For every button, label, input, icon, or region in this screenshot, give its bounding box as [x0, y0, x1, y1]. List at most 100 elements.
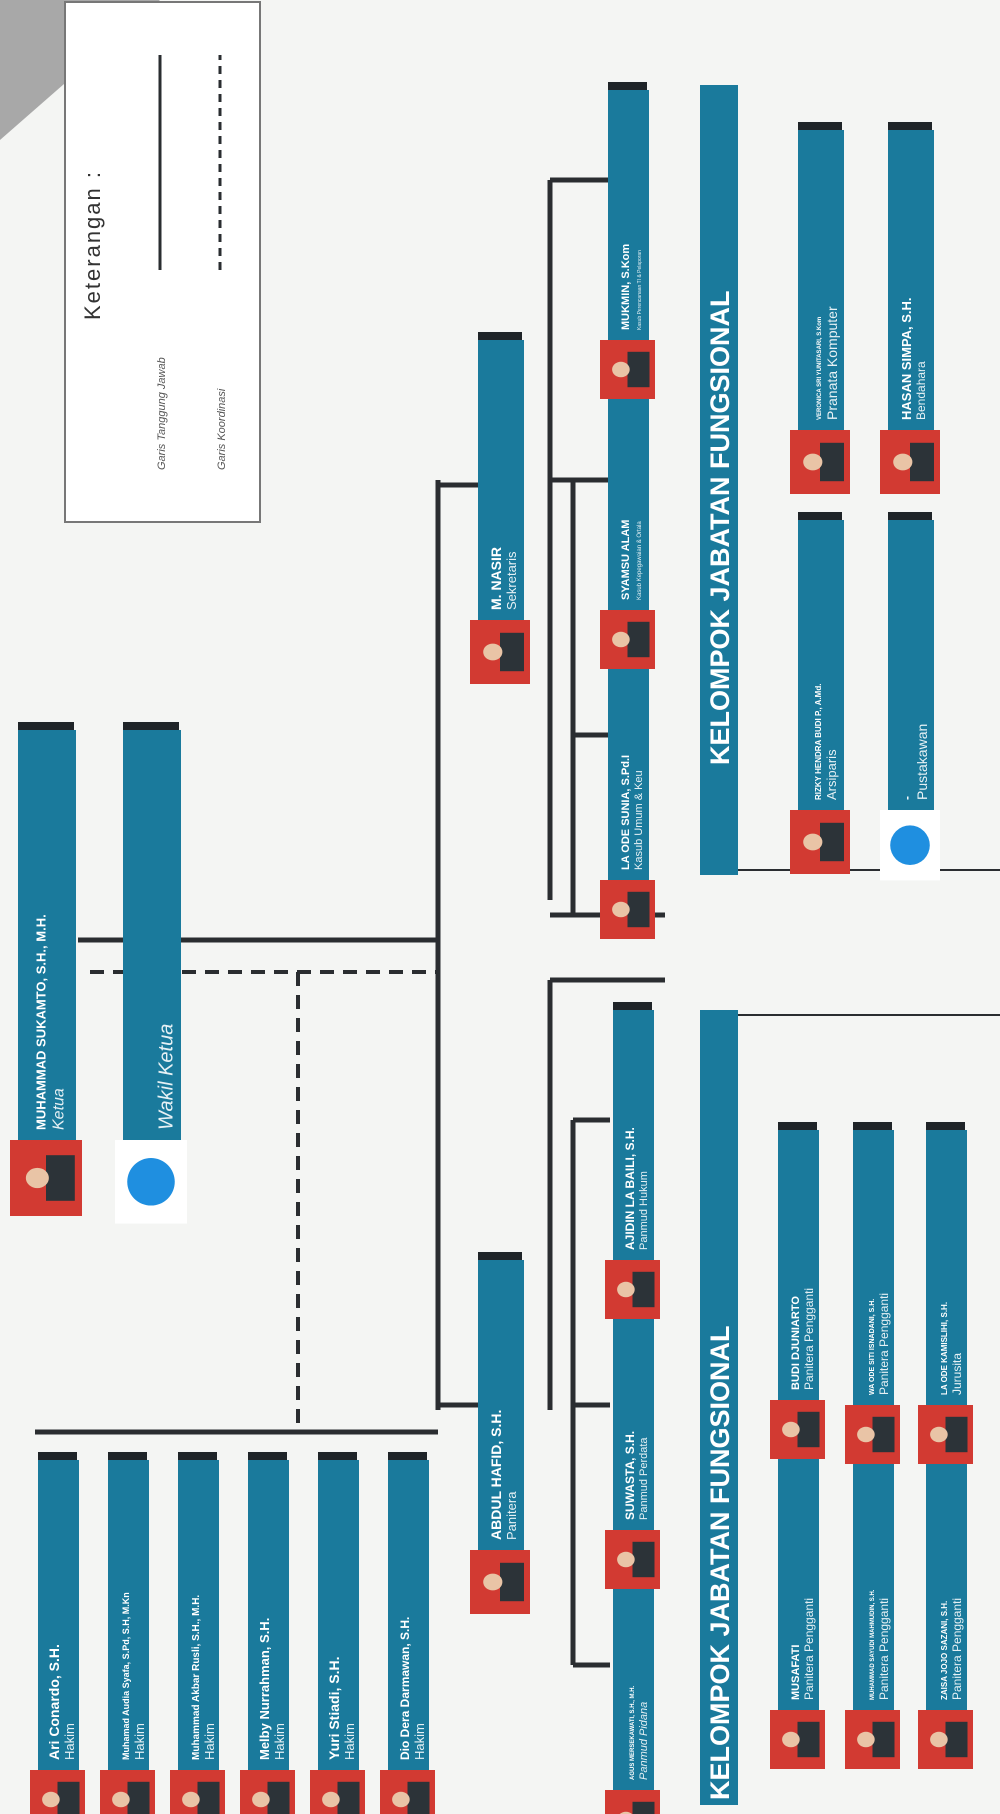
group1-bar	[700, 1010, 738, 1805]
person-card-mukmin-s-kom: MUKMIN, S.Kom Kasub Perencanaan TI & Pela…	[600, 82, 655, 399]
portrait-body	[197, 1781, 220, 1814]
portrait-face	[857, 1731, 875, 1748]
card-body	[248, 1460, 289, 1780]
functional-group-1: KELOMPOK JABATAN FUNGSIONAL	[700, 1010, 738, 1805]
logo-circle	[890, 825, 930, 865]
person-name: MUKMIN, S.Kom	[620, 244, 632, 330]
person-name: WA ODE SITI ISNADANI, S.H.	[869, 1299, 876, 1395]
person-role: Wakil Ketua	[155, 1024, 177, 1130]
person-role: Panitera Pengganti	[877, 1293, 891, 1395]
person-role: Hakim	[412, 1723, 427, 1760]
card-body	[888, 130, 934, 440]
person-card-abdul-hafid-s-h: ABDUL HAFID, S.H.Panitera	[470, 1252, 530, 1614]
person-name: VERONICA SRI YUNITASARI, S.Kom	[817, 317, 823, 420]
portrait-body	[46, 1155, 75, 1201]
card-tab	[38, 1452, 77, 1462]
card-tab	[388, 1452, 427, 1462]
legend-dashed-label: Garis Koordinasi	[216, 388, 228, 470]
legend-solid-label: Garis Tanggung Jawab	[156, 357, 168, 470]
portrait-face	[112, 1791, 130, 1808]
card-body	[608, 90, 649, 350]
person-role: Kasub Perencanaan TI & Pelaporan	[637, 250, 643, 330]
group2-title: KELOMPOK JABATAN FUNGSIONAL	[705, 291, 735, 766]
person-role: Hakim	[272, 1723, 287, 1760]
portrait-body	[407, 1781, 430, 1814]
person-card-wakil-ketua: Wakil Ketua	[115, 722, 187, 1224]
portrait-face	[182, 1791, 200, 1808]
portrait-face	[617, 1281, 635, 1298]
portrait-body	[632, 1801, 655, 1814]
person-card-ari-conardo-s-h: Ari Conardo, S.H.Hakim	[30, 1452, 85, 1814]
portrait-face	[483, 1573, 503, 1591]
card-body	[613, 1010, 654, 1270]
person-card-dio-dera-darmawan-s-h: Dio Dera Darmawan, S.H.Hakim	[380, 1452, 435, 1814]
portrait-face	[483, 643, 503, 661]
person-name: RIZKY HENDRA BUDI P., A.Md.	[814, 684, 823, 800]
person-card-muhammad-sayudi-mahmudin-s-h: MUHAMMAD SAYUDI MAHMUDIN, S.H.Panitera P…	[845, 1437, 900, 1769]
portrait-body	[632, 1541, 655, 1578]
portrait-body	[57, 1781, 80, 1814]
card-tab	[318, 1452, 357, 1462]
person-card-ajidin-la-baili-s-h: AJIDIN LA BAILI, S.H.Panmud Hukum	[605, 1002, 660, 1319]
portrait-face	[782, 1731, 800, 1748]
person-role: Hakim	[202, 1723, 217, 1760]
person-card-wa-ode-siti-isnadani-s-h: WA ODE SITI ISNADANI, S.H.Panitera Pengg…	[845, 1122, 900, 1464]
card-body	[926, 1130, 967, 1415]
portrait-face	[392, 1791, 410, 1808]
card-body	[318, 1460, 359, 1780]
card-tab	[478, 332, 522, 342]
person-card-agus-mersekawati-s-h-m-h: AGUS MERSEKAWATI, S.H., M.H.Panmud Pidan…	[605, 1542, 660, 1814]
card-body	[853, 1130, 894, 1415]
person-name: Muhamad Audia Syafa, S.Pd, S.H, M.Kn	[121, 1592, 131, 1760]
person-role: Panmud Hukum	[638, 1171, 650, 1250]
portrait-face	[617, 1551, 635, 1568]
person-card-la-ode-kamislihi-s-h: LA ODE KAMISLIHI, S.H.Jurusita	[918, 1122, 973, 1464]
portrait-body	[872, 1721, 895, 1758]
person-role: Panitera Pengganti	[802, 1598, 816, 1700]
person-card-muhammad-sukamto-s-h-m-h: MUHAMMAD SUKAMTO, S.H., M.H.Ketua	[10, 722, 82, 1216]
card-tab	[926, 1122, 965, 1132]
portrait-body	[820, 442, 844, 482]
card-body	[798, 130, 844, 440]
card-tab	[853, 1122, 892, 1132]
person-name: Ari Conardo, S.H.	[46, 1644, 62, 1760]
card-body	[613, 1280, 654, 1540]
portrait-body	[500, 1562, 524, 1602]
person-name: Yuri Stiadi, S.H.	[326, 1657, 342, 1760]
portrait-body	[627, 351, 650, 388]
person-role: Hakim	[132, 1723, 147, 1760]
card-body	[18, 730, 76, 1150]
card-tab	[888, 122, 932, 132]
card-body	[853, 1445, 894, 1720]
connector-lines	[35, 177, 1000, 1668]
card-tab	[248, 1452, 287, 1462]
person-name: ABDUL HAFID, S.H.	[488, 1410, 504, 1540]
person-role: Hakim	[62, 1723, 77, 1760]
person-name: -	[900, 796, 914, 800]
card-tab	[798, 122, 842, 132]
person-role: Panmud Perdata	[638, 1437, 650, 1520]
person-role: Sekretaris	[504, 551, 519, 610]
portrait-body	[797, 1721, 820, 1758]
group1-title: KELOMPOK JABATAN FUNGSIONAL	[705, 1326, 735, 1801]
portrait-body	[632, 1271, 655, 1308]
portrait-body	[910, 442, 934, 482]
card-tab	[613, 1002, 652, 1012]
portrait-face	[803, 453, 823, 471]
portrait-face	[322, 1791, 340, 1808]
card-body	[388, 1460, 429, 1780]
card-body	[123, 730, 181, 1150]
person-role: Hakim	[342, 1723, 357, 1760]
legend-title: Keterangan :	[80, 170, 105, 320]
card-body	[608, 630, 649, 890]
person-name: MUSAFATI	[790, 1645, 802, 1700]
card-tab	[608, 82, 647, 92]
card-body	[38, 1460, 79, 1780]
legend: Keterangan : Garis Tanggung Jawab Garis …	[64, 1, 261, 523]
